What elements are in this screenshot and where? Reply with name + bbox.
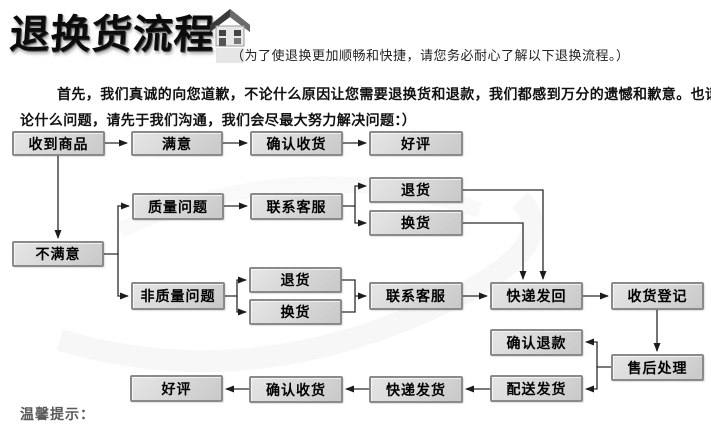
flow-node-exchange-bottom: 换货 <box>249 299 342 325</box>
flow-node-confirm-refund: 确认退款 <box>490 329 583 356</box>
flow-node-exchange-top: 换货 <box>369 210 463 236</box>
page-subtitle: （为了使退换更加顺畅和快捷，请您务必耐心了解以下退换流程。） <box>231 49 630 64</box>
flow-node-confirm-receipt-top: 确认收货 <box>250 131 343 156</box>
flow-node-contact-service-top: 联系客服 <box>250 193 343 220</box>
flow-node-praise-bottom: 好评 <box>130 375 223 402</box>
flow-node-dispatch: 配送发货 <box>490 375 583 402</box>
flow-node-confirm-receipt-bottom: 确认收货 <box>249 376 343 403</box>
flow-node-unsatisfied: 不满意 <box>12 241 104 267</box>
flow-node-express-return: 快递发回 <box>490 282 583 310</box>
flow-node-quality-issue: 质量问题 <box>132 193 224 220</box>
flow-node-satisfied: 满意 <box>131 131 223 156</box>
warm-tip-label: 温馨提示： <box>20 407 95 423</box>
flow-node-praise-top: 好评 <box>369 131 463 156</box>
intro-line-1: 首先，我们真诚的向您道歉，不论什么原因让您需要退换货和退款，我们都感到万分的遗憾… <box>57 87 711 103</box>
flow-node-received-goods: 收到商品 <box>12 131 105 156</box>
intro-line-2: 论什么问题，请先于我们沟通，我们会尽最大努力解决问题：） <box>20 113 417 129</box>
flow-node-after-sales: 售后处理 <box>611 354 704 381</box>
flow-node-return-bottom: 退货 <box>249 267 342 293</box>
house-icon <box>210 9 250 63</box>
flow-node-return-top: 退货 <box>369 177 463 203</box>
flow-node-contact-service-bottom: 联系客服 <box>369 282 463 310</box>
flow-node-express-ship: 快递发货 <box>369 376 463 403</box>
flow-node-receipt-register: 收货登记 <box>611 282 704 310</box>
flow-node-non-quality-issue: 非质量问题 <box>131 282 225 310</box>
